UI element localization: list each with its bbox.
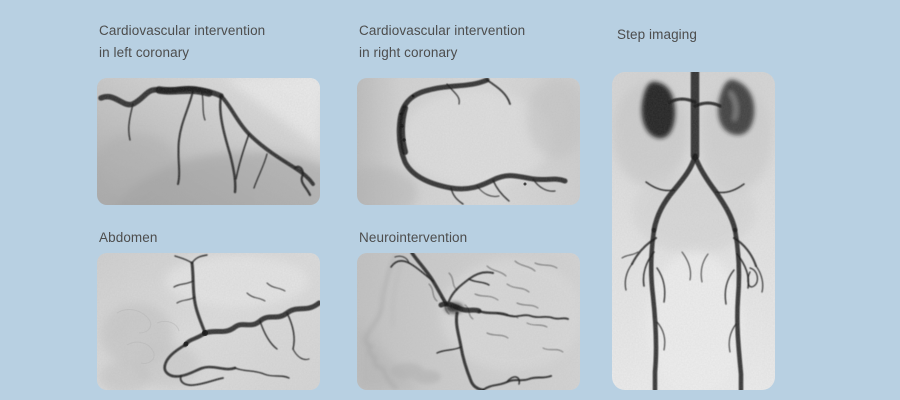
panel-label-step-imaging: Step imaging [617,27,697,42]
panel-label-right-coronary: Cardiovascular intervention in right cor… [359,23,526,60]
left-coronary-angiogram-image [97,78,320,205]
panel-label-abdomen: Abdomen [99,230,158,245]
abdomen-angiogram-image [97,253,320,390]
panel-label-neurointervention: Neurointervention [359,230,468,245]
right-coronary-angiogram-image [357,78,580,205]
neurointervention-angiogram-image [357,253,580,390]
step-imaging-angiogram-image [612,72,775,390]
panel-label-left-coronary: Cardiovascular intervention in left coro… [99,23,266,60]
